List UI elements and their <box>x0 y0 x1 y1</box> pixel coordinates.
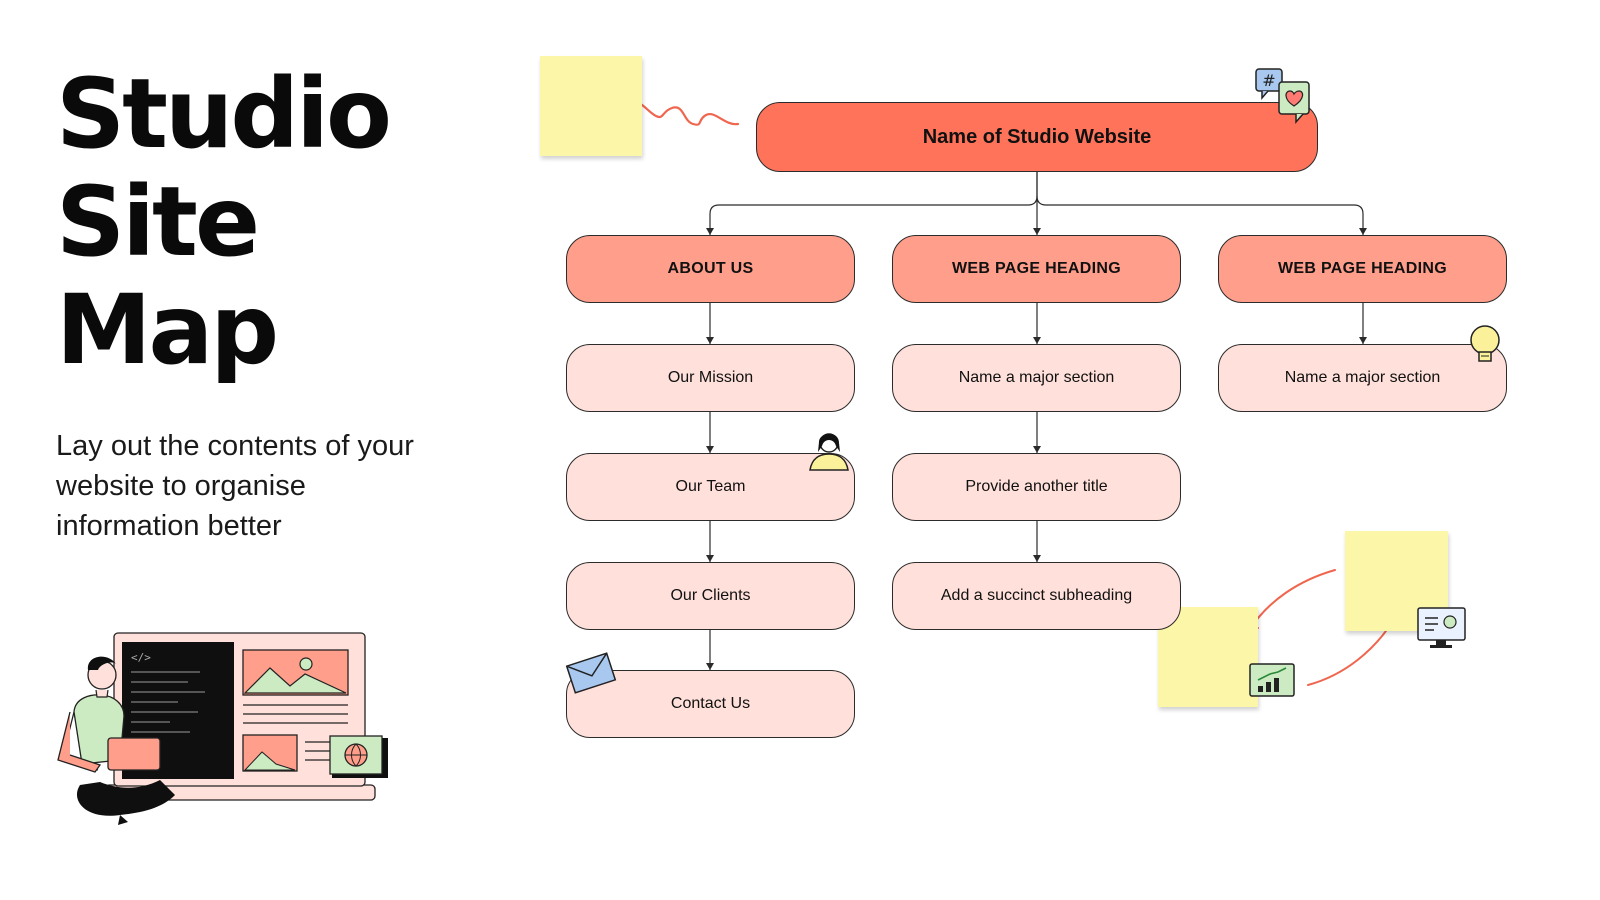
root-node[interactable]: Name of Studio Website <box>756 102 1318 172</box>
squiggle-arrow <box>628 98 740 126</box>
heading-about-us[interactable]: ABOUT US <box>566 235 855 303</box>
sticky-note-bottom-left[interactable] <box>1158 607 1258 707</box>
subtitle: Lay out the contents of your website to … <box>56 430 414 542</box>
node-another-title[interactable]: Provide another title <box>892 453 1181 521</box>
title-line-2: Site <box>56 166 260 278</box>
page-title: Studio Site Map <box>56 58 392 386</box>
node-major-section-2[interactable]: Name a major section <box>892 344 1181 412</box>
title-line-3: Map <box>56 274 279 386</box>
node-succinct-subheading[interactable]: Add a succinct subheading <box>892 562 1181 630</box>
heading-web-page-3[interactable]: WEB PAGE HEADING <box>1218 235 1507 303</box>
curved-arrow-left <box>1247 569 1336 633</box>
node-our-mission[interactable]: Our Mission <box>566 344 855 412</box>
sticky-note-bottom-right[interactable] <box>1345 531 1448 631</box>
node-our-clients[interactable]: Our Clients <box>566 562 855 630</box>
node-major-section-3[interactable]: Name a major section <box>1218 344 1507 412</box>
node-our-team[interactable]: Our Team <box>566 453 855 521</box>
title-line-1: Studio <box>56 58 392 170</box>
node-contact-us[interactable]: Contact Us <box>566 670 855 738</box>
sticky-note-top[interactable] <box>540 56 642 156</box>
heading-web-page-2[interactable]: WEB PAGE HEADING <box>892 235 1181 303</box>
